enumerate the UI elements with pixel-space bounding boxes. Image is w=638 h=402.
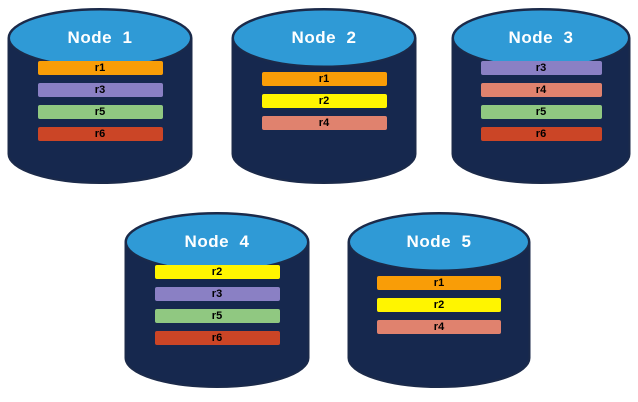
- node-1-replica-r1[interactable]: r1: [37, 61, 163, 75]
- node-5-replica-r4[interactable]: r4: [377, 320, 501, 334]
- node-3-replica-r6[interactable]: r6: [480, 127, 602, 141]
- node-5-title: Node 5: [406, 232, 472, 251]
- cylinder-top: [348, 212, 530, 272]
- node-1-replica-r6[interactable]: r6: [37, 127, 163, 141]
- node-2-replica-r4[interactable]: r4: [261, 116, 387, 130]
- node-3[interactable]: Node 3 r3 r4 r5 r6: [451, 8, 631, 184]
- node-2-title: Node 2: [291, 28, 357, 47]
- node-4-title: Node 4: [184, 232, 250, 251]
- node-1-title: Node 1: [67, 28, 133, 47]
- node-3-replica-r5[interactable]: r5: [480, 105, 602, 119]
- node-1[interactable]: Node 1 r1 r3 r5 r6: [7, 8, 193, 184]
- node-4-replica-r3[interactable]: r3: [154, 287, 280, 301]
- node-2-replica-r2[interactable]: r2: [261, 94, 387, 108]
- node-5-replica-list: r1 r2 r4: [348, 276, 530, 334]
- node-3-replica-r4[interactable]: r4: [480, 83, 602, 97]
- node-4-replica-r6[interactable]: r6: [154, 331, 280, 345]
- node-5-replica-r1[interactable]: r1: [377, 276, 501, 290]
- node-1-replica-r3[interactable]: r3: [37, 83, 163, 97]
- node-2-replica-list: r1 r2 r4: [232, 72, 416, 130]
- cylinder-top: [232, 8, 416, 68]
- node-5[interactable]: Node 5 r1 r2 r4: [347, 212, 531, 388]
- node-1-replica-r5[interactable]: r5: [37, 105, 163, 119]
- node-4-replica-r5[interactable]: r5: [154, 309, 280, 323]
- node-3-replica-list: r3 r4 r5 r6: [452, 61, 630, 141]
- node-2-replica-r1[interactable]: r1: [261, 72, 387, 86]
- node-4-replica-list: r2 r3 r5 r6: [125, 265, 309, 345]
- node-4[interactable]: Node 4 r2 r3 r5 r6: [124, 212, 310, 388]
- node-4-replica-r2[interactable]: r2: [154, 265, 280, 279]
- node-1-replica-list: r1 r3 r5 r6: [8, 61, 192, 141]
- node-3-title: Node 3: [508, 28, 574, 47]
- node-2[interactable]: Node 2 r1 r2 r4: [231, 8, 417, 184]
- node-5-replica-r2[interactable]: r2: [377, 298, 501, 312]
- node-3-replica-r3[interactable]: r3: [480, 61, 602, 75]
